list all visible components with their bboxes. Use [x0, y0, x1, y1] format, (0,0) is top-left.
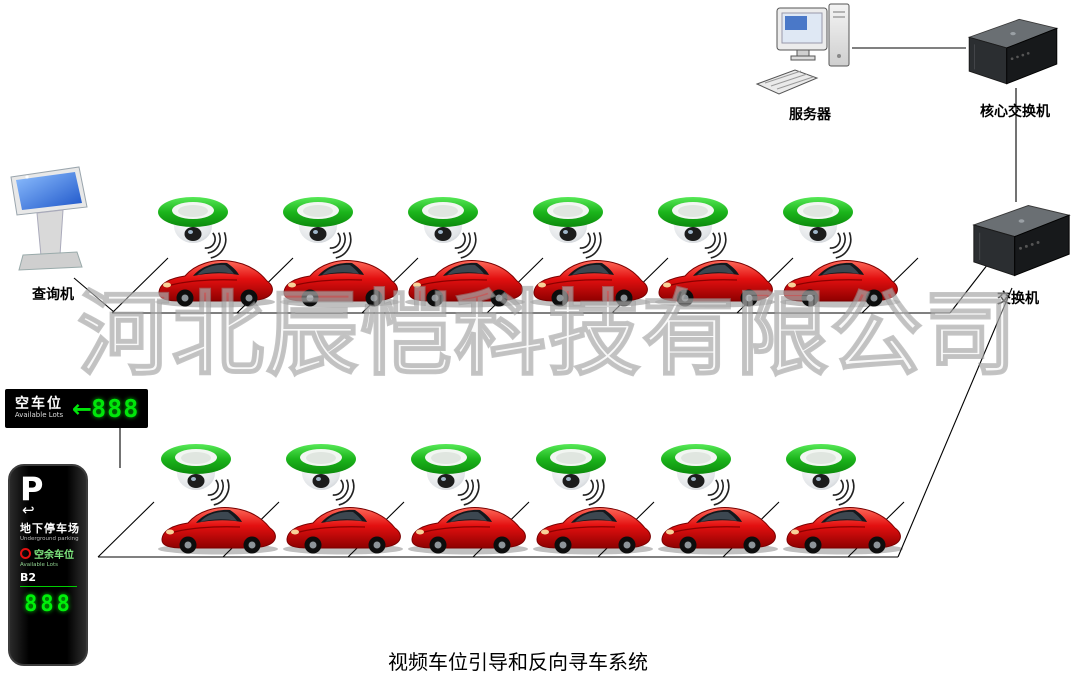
pillar-slots-en: Available Lots — [20, 562, 58, 568]
core-switch-label: 核心交换机 — [980, 104, 1050, 120]
pillar-name-en: Underground parking — [20, 536, 79, 542]
server-label: 服务器 — [789, 107, 831, 123]
kiosk-art — [3, 163, 103, 281]
pillar-p-letter: P — [20, 470, 44, 508]
car — [776, 249, 904, 309]
pillar-led-display: 888 — [24, 592, 73, 617]
switch-label: 交换机 — [997, 291, 1039, 307]
core-switch-art — [963, 14, 1063, 90]
pillar-level: B2 — [20, 571, 77, 587]
car — [654, 496, 782, 556]
car — [651, 249, 779, 309]
diagram-title: 视频车位引导和反向寻车系统 — [388, 650, 648, 674]
vacancy-led-sign: 空车位 Available Lots ← 888 — [5, 389, 148, 428]
vacancy-count: 888 — [91, 394, 140, 423]
car — [404, 496, 532, 556]
car — [526, 249, 654, 309]
car — [529, 496, 657, 556]
switch-art — [968, 198, 1075, 284]
pillar-slots-cn: 空余车位 — [34, 550, 74, 561]
left-arrow-icon: ← — [72, 394, 93, 423]
vacancy-sign-subtitle: Available Lots — [14, 411, 64, 420]
car — [151, 249, 279, 309]
kiosk-label: 查询机 — [32, 287, 74, 303]
server-computer-art — [755, 0, 865, 100]
car — [279, 496, 407, 556]
parking-pillar-sign: P ↩ 地下停车场 Underground parking 空余车位 Avail… — [8, 464, 88, 666]
vacancy-sign-title: 空车位 — [15, 395, 63, 412]
car — [779, 496, 907, 556]
pillar-name-cn: 地下停车场 — [20, 522, 80, 535]
car — [276, 249, 404, 309]
pillar-turn-arrow-icon: ↩ — [22, 501, 35, 519]
car — [154, 496, 282, 556]
car — [401, 249, 529, 309]
no-entry-icon — [20, 548, 31, 559]
